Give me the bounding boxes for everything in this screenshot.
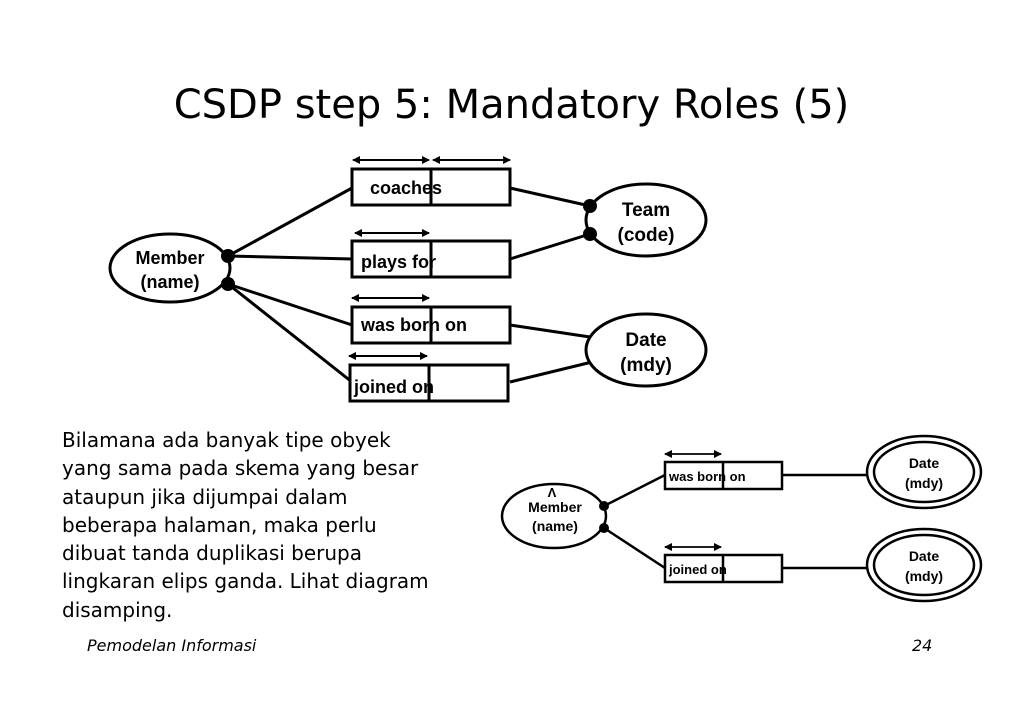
fact-coaches-label: coaches xyxy=(370,178,442,198)
body-line: lingkaran elips ganda. Lihat diagram xyxy=(62,569,429,594)
date-ref-2a: (mdy) xyxy=(905,475,943,491)
fact-joined-on: joined on xyxy=(348,352,510,403)
fact-was-born-on-label: was born on xyxy=(360,315,467,335)
mandatory-dot xyxy=(221,277,235,291)
fact-joined-on-2-label: joined on xyxy=(668,562,727,577)
member-entity-2: Λ Member (name) xyxy=(500,482,608,550)
mandatory-dot xyxy=(583,227,597,241)
mandatory-dot xyxy=(583,199,597,213)
body-line: beberapa halaman, maka perlu xyxy=(62,512,377,537)
body-line: ataupun jika dijumpai dalam xyxy=(62,484,348,509)
date-ref-2b: (mdy) xyxy=(905,568,943,584)
fact-was-born-on-2: was born on xyxy=(663,450,784,491)
footer-course-name: Pemodelan Informasi xyxy=(87,636,257,655)
date-name: Date xyxy=(625,330,666,351)
team-entity: Team (code) xyxy=(584,182,708,258)
team-ref: (code) xyxy=(618,225,675,246)
fact-was-born-on-2-label: was born on xyxy=(668,469,746,484)
date-entity-duplicate-2: Date (mdy) xyxy=(865,527,983,603)
fact-plays-for: plays for xyxy=(350,229,512,279)
body-line: Bilamana ada banyak tipe obyek xyxy=(62,428,391,452)
slide-title: CSDP step 5: Mandatory Roles (5) xyxy=(173,82,850,128)
page-number: 24 xyxy=(912,636,933,655)
body-line: dibuat tanda duplikasi berupa xyxy=(62,541,363,566)
date-ref: (mdy) xyxy=(620,355,672,376)
date-name-2b: Date xyxy=(909,548,940,564)
fact-coaches: coaches xyxy=(350,156,512,207)
member-name-2: Member xyxy=(528,499,582,515)
body-line: yang sama pada skema yang besar xyxy=(62,456,419,481)
mandatory-dot xyxy=(221,249,235,263)
date-name-2a: Date xyxy=(909,455,940,471)
date-entity: Date (mdy) xyxy=(584,312,708,388)
fact-joined-on-2: joined on xyxy=(663,543,784,584)
body-text: Bilamana ada banyak tipe obyek yang sama… xyxy=(62,426,502,624)
fact-joined-on-label: joined on xyxy=(353,377,434,397)
member-entity: Member (name) xyxy=(108,232,232,304)
member-ref-2: (name) xyxy=(532,518,578,534)
member-name: Member xyxy=(135,248,204,268)
body-line: disamping. xyxy=(62,597,173,622)
mandatory-dot xyxy=(599,523,609,533)
mandatory-dot xyxy=(599,501,609,511)
fact-plays-for-label: plays for xyxy=(361,252,436,272)
member-ref: (name) xyxy=(140,272,199,292)
member-mark: Λ xyxy=(548,485,557,500)
fact-was-born-on: was born on xyxy=(350,294,512,345)
team-name: Team xyxy=(622,200,670,221)
date-entity-duplicate-1: Date (mdy) xyxy=(865,434,983,510)
